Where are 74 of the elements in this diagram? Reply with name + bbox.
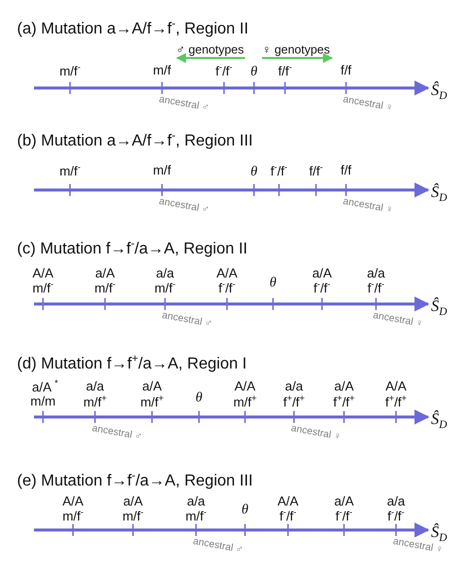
ancestral-note: ancestral ♂ xyxy=(158,94,210,114)
genotype-label: A/A xyxy=(278,494,298,509)
genotype-label: f$^{-}$/f$^{-}$ xyxy=(280,507,296,524)
ancestral-note: ancestral ♀ xyxy=(290,423,342,443)
axis-label: Ŝ$_{D}$ xyxy=(431,184,448,204)
genotype-label: f/f xyxy=(340,163,352,178)
genotype-label: m/m xyxy=(30,394,56,409)
genotype-label: a/A xyxy=(334,379,354,394)
genotype-label: m/f$^{-}$ xyxy=(59,62,81,79)
genotype-label: f$^{-}$/f$^{-}$ xyxy=(218,279,236,296)
genotype-label: a/A xyxy=(123,494,143,509)
genotype-label: a/A xyxy=(334,494,354,509)
genotype-label: A/A xyxy=(216,266,238,281)
genotype-label: a/A xyxy=(95,266,115,281)
direction-label: ♂ genotypes xyxy=(176,43,244,57)
genotype-label: f$^{+}$/f$^{+}$ xyxy=(333,393,355,410)
genotype-label: A/A xyxy=(234,379,256,394)
ancestral-note: ancestral ♀ xyxy=(342,94,394,114)
genotype-label: f$^{-}$/f$^{-}$ xyxy=(336,507,352,524)
panel-heading: (d) Mutation f→f$^{+}$/a→A, Region I xyxy=(17,353,247,373)
genotype-label: a/a xyxy=(186,494,206,509)
genotype-label: f/f$^{-}$ xyxy=(278,62,292,79)
direction-label: ♀ genotypes xyxy=(262,43,330,57)
genotype-label: a/A xyxy=(312,266,332,281)
theta-symbol: θ xyxy=(242,502,248,518)
genotype-label: m/f$^{-}$ xyxy=(59,162,81,179)
genotype-label: A/A xyxy=(62,494,84,509)
genotype-label: f$^{-}$/f$^{-}$ xyxy=(368,279,384,296)
panel-heading: (b) Mutation a→A/f→f$^{-}$, Region III xyxy=(17,130,253,150)
ancestral-note: ancestral ♂ xyxy=(91,423,144,443)
theta-symbol: θ xyxy=(270,275,276,291)
genotype-label: m/f$^{+}$ xyxy=(233,393,257,410)
genotype-label: A/A xyxy=(386,379,406,394)
genotype-label: f$^{+}$/f$^{+}$ xyxy=(283,393,305,410)
ancestral-note: ancestral ♂ xyxy=(158,196,210,216)
ancestral-note: ancestral ♀ xyxy=(372,310,424,330)
genotype-label: m/f$^{-}$ xyxy=(154,279,176,296)
panel-heading: (e) Mutation f→f$^{-}$/a→A, Region III xyxy=(17,470,253,490)
axis-label: Ŝ$_{D}$ xyxy=(431,82,448,102)
axis-label: Ŝ$_{D}$ xyxy=(431,410,448,432)
genotype-label: m/f$^{+}$ xyxy=(140,393,164,410)
genotype-label: m/f$^{-}$ xyxy=(94,279,116,296)
genotype-label: m/f xyxy=(152,63,172,78)
genotype-label: f/f$^{-}$ xyxy=(309,162,323,179)
axis-label: Ŝ$_{D}$ xyxy=(431,524,448,544)
genotype-label: m/f$^{-}$ xyxy=(185,507,207,524)
genotype-label: a/a xyxy=(284,379,304,394)
genotype-label: a/A $^{*}$ xyxy=(32,378,58,395)
genotype-label: a/a xyxy=(86,379,104,394)
theta-symbol: θ xyxy=(250,64,258,80)
ancestral-note: ancestral ♂ xyxy=(192,536,244,556)
genotype-label: f$^{-}$/f$^{-}$ xyxy=(314,279,330,296)
theta-symbol: θ xyxy=(196,390,202,406)
genotype-label: f$^{-}$/f$^{-}$ xyxy=(270,162,288,179)
genotype-label: f$^{+}$/f$^{+}$ xyxy=(385,393,407,410)
genotype-label: a/a xyxy=(156,266,174,281)
genotype-label: f$^{-}$/f$^{-}$ xyxy=(388,507,404,524)
genotype-label: f$^{-}$/f$^{-}$ xyxy=(216,62,232,79)
genotype-label: f/f xyxy=(340,63,352,78)
genotype-label: m/f$^{+}$ xyxy=(83,393,107,410)
axis-label: Ŝ$_{D}$ xyxy=(431,298,448,318)
genotype-label: a/A xyxy=(142,379,162,394)
genotype-label: m/f$^{-}$ xyxy=(62,507,84,524)
ancestral-note: ancestral ♂ xyxy=(161,310,214,330)
theta-symbol: θ xyxy=(250,164,258,180)
panel-heading: (a) Mutation a→A/f→f$^{-}$, Region II xyxy=(17,18,248,38)
genotype-label: m/f$^{-}$ xyxy=(122,507,144,524)
panel-heading: (c) Mutation f→f$^{-}$/a→A, Region II xyxy=(17,238,248,258)
genotype-label: m/f xyxy=(152,163,172,178)
genotype-label: a/a xyxy=(366,266,386,281)
genotype-label: A/A xyxy=(32,266,54,281)
ancestral-note: ancestral ♀ xyxy=(342,196,394,216)
genotype-label: a/a xyxy=(386,494,406,509)
genotype-label: m/f$^{-}$ xyxy=(32,279,54,296)
